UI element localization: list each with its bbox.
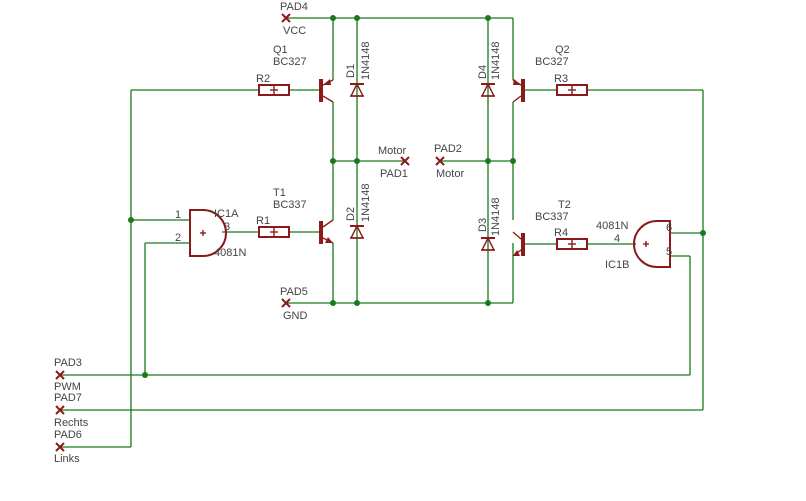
resistor-r1: R1	[256, 215, 290, 238]
transistor-q1-value: BC327	[273, 56, 307, 68]
diode-d1: D1 1N4148	[345, 41, 372, 97]
diode-d3-ref: D3	[477, 218, 489, 232]
diode-d2: D2 1N4148	[345, 183, 372, 239]
gate-ic1b-ref: IC1B	[605, 259, 629, 271]
resistor-r2: R2	[256, 73, 290, 96]
transistor-q2-ref: Q2	[555, 44, 570, 56]
pad-pad6-signal: Links	[54, 453, 80, 465]
pad-pad6-name: PAD6	[54, 429, 82, 441]
diode-d3: D3 1N4148	[477, 197, 502, 251]
transistor-q2: Q2 BC327	[512, 44, 570, 103]
diode-d4-ref: D4	[477, 65, 489, 79]
resistor-r2-ref: R2	[256, 73, 270, 85]
junctions	[128, 15, 706, 378]
pad-pad4-name: PAD4	[280, 1, 308, 13]
pad-pad2: PAD2 Motor	[434, 143, 464, 180]
diode-d1-ref: D1	[345, 64, 357, 78]
transistor-t1-ref: T1	[273, 187, 286, 199]
diode-d4: D4 1N4148	[477, 41, 502, 97]
gate-ic1b-value: 4081N	[596, 220, 628, 232]
pad-pad5-signal: GND	[283, 310, 308, 322]
pad-pad5-name: PAD5	[280, 286, 308, 298]
transistor-t2-ref: T2	[558, 199, 571, 211]
wires	[60, 17, 704, 448]
pad-pad7-signal: Rechts	[54, 417, 89, 429]
transistor-q2-value: BC327	[535, 56, 569, 68]
gate-ic1a-ref: IC1A	[214, 208, 239, 220]
gate-ic1a: IC1A 4081N 1 2 3	[175, 208, 246, 259]
gate-ic1b-pin-4: 4	[614, 233, 620, 245]
pad-pad2-signal: Motor	[436, 168, 464, 180]
pad-pad1-name: PAD1	[380, 168, 408, 180]
gate-ic1a-value: 4081N	[214, 247, 246, 259]
resistor-r3-ref: R3	[554, 73, 568, 85]
pad-pad3-signal: PWM	[54, 381, 81, 393]
pad-pad5: PAD5 GND	[280, 286, 308, 322]
pad-pad2-name: PAD2	[434, 143, 462, 155]
diode-d3-value: 1N4148	[490, 197, 502, 236]
pad-pad1: Motor PAD1	[378, 145, 410, 180]
pad-pad1-signal: Motor	[378, 145, 406, 157]
transistor-q1: Q1 BC327	[273, 44, 334, 103]
gate-ic1b-pin-6: 6	[666, 222, 672, 234]
transistor-t1-value: BC337	[273, 199, 307, 211]
resistor-r4-ref: R4	[554, 227, 568, 239]
pad-pad4: PAD4 VCC	[280, 1, 308, 37]
gate-ic1a-pin-1: 1	[175, 209, 181, 221]
transistor-t1: T1 BC337	[273, 187, 334, 244]
pad-pad7: PAD7 Rechts	[54, 392, 89, 429]
diode-d2-value: 1N4148	[360, 183, 372, 222]
pad-pad7-name: PAD7	[54, 392, 82, 404]
resistor-r3: R3	[554, 73, 588, 96]
diode-d4-value: 1N4148	[490, 41, 502, 80]
diode-d1-value: 1N4148	[360, 41, 372, 80]
pad-pad3: PAD3 PWM	[54, 357, 82, 393]
pad-pad4-signal: VCC	[283, 25, 306, 37]
diode-d2-ref: D2	[345, 207, 357, 221]
gate-ic1b: 4081N IC1B 4 5 6	[596, 220, 672, 271]
gate-ic1a-pin-3: 3	[224, 221, 230, 233]
resistor-r1-ref: R1	[256, 215, 270, 227]
pad-pad3-name: PAD3	[54, 357, 82, 369]
gate-ic1a-pin-2: 2	[175, 232, 181, 244]
transistor-q1-ref: Q1	[273, 44, 288, 56]
pad-pad6: PAD6 Links	[54, 429, 82, 465]
gate-ic1b-pin-5: 5	[666, 246, 672, 258]
transistor-t2-value: BC337	[535, 211, 569, 223]
resistor-r4: R4	[554, 227, 588, 250]
transistor-t2: T2 BC337	[512, 199, 571, 257]
